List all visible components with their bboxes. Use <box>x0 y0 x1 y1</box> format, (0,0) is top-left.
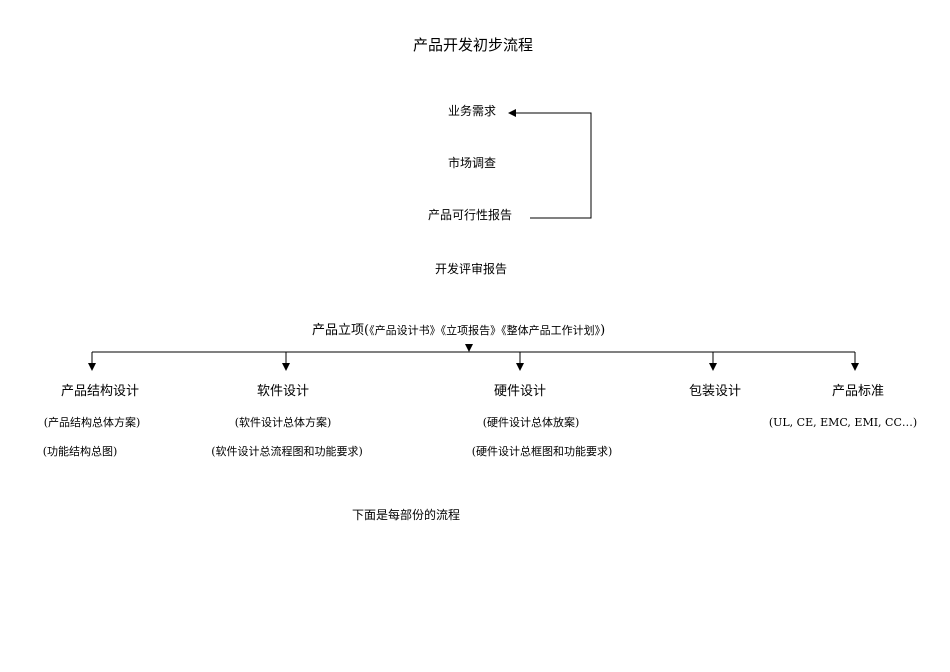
project-initiation: 产品立项(《产品设计书》《立项报告》《整体产品工作计划》) <box>312 321 605 337</box>
arrowhead-packaging <box>709 363 717 371</box>
arrowhead-project <box>465 344 473 352</box>
page-title: 产品开发初步流程 <box>413 36 534 54</box>
branch-software-design: 软件设计 <box>256 384 310 399</box>
footer-note: 下面是每部份的流程 <box>352 508 461 522</box>
step-market-research: 市场调查 <box>448 156 497 170</box>
project-close: ) <box>600 323 606 338</box>
hardware-sub2: (硬件设计总框图和功能要求) <box>471 445 613 458</box>
branch-product-standard: 产品标准 <box>831 384 885 399</box>
software-sub2: (软件设计总流程图和功能要求) <box>211 445 363 458</box>
step-dev-review-report: 开发评审报告 <box>435 262 508 276</box>
project-label: 产品立项( <box>312 323 370 338</box>
arrowhead-standard <box>851 363 859 371</box>
project-docs: 《产品设计书》《立项报告》《整体产品工作计划》 <box>369 324 601 337</box>
arrowhead-structure <box>88 363 96 371</box>
arrowhead-software <box>282 363 290 371</box>
branch-hardware-design: 硬件设计 <box>493 384 547 399</box>
step-business-demand: 业务需求 <box>448 104 497 118</box>
branch-packaging-design: 包装设计 <box>688 384 742 399</box>
standard-sub1: (UL, CE, EMC, EMI, CC…) <box>768 416 918 429</box>
feedback-loop-line <box>514 112 592 219</box>
structure-sub1: (产品结构总体方案) <box>43 416 141 429</box>
hardware-sub1: (硬件设计总体放案) <box>482 416 580 429</box>
arrowhead-hardware <box>516 363 524 371</box>
structure-sub2: (功能结构总图) <box>42 445 118 458</box>
branch-structure-design: 产品结构设计 <box>60 384 140 399</box>
software-sub1: (软件设计总体方案) <box>234 416 332 429</box>
arrowhead-business-demand <box>508 109 516 117</box>
step-feasibility-report: 产品可行性报告 <box>428 208 513 222</box>
